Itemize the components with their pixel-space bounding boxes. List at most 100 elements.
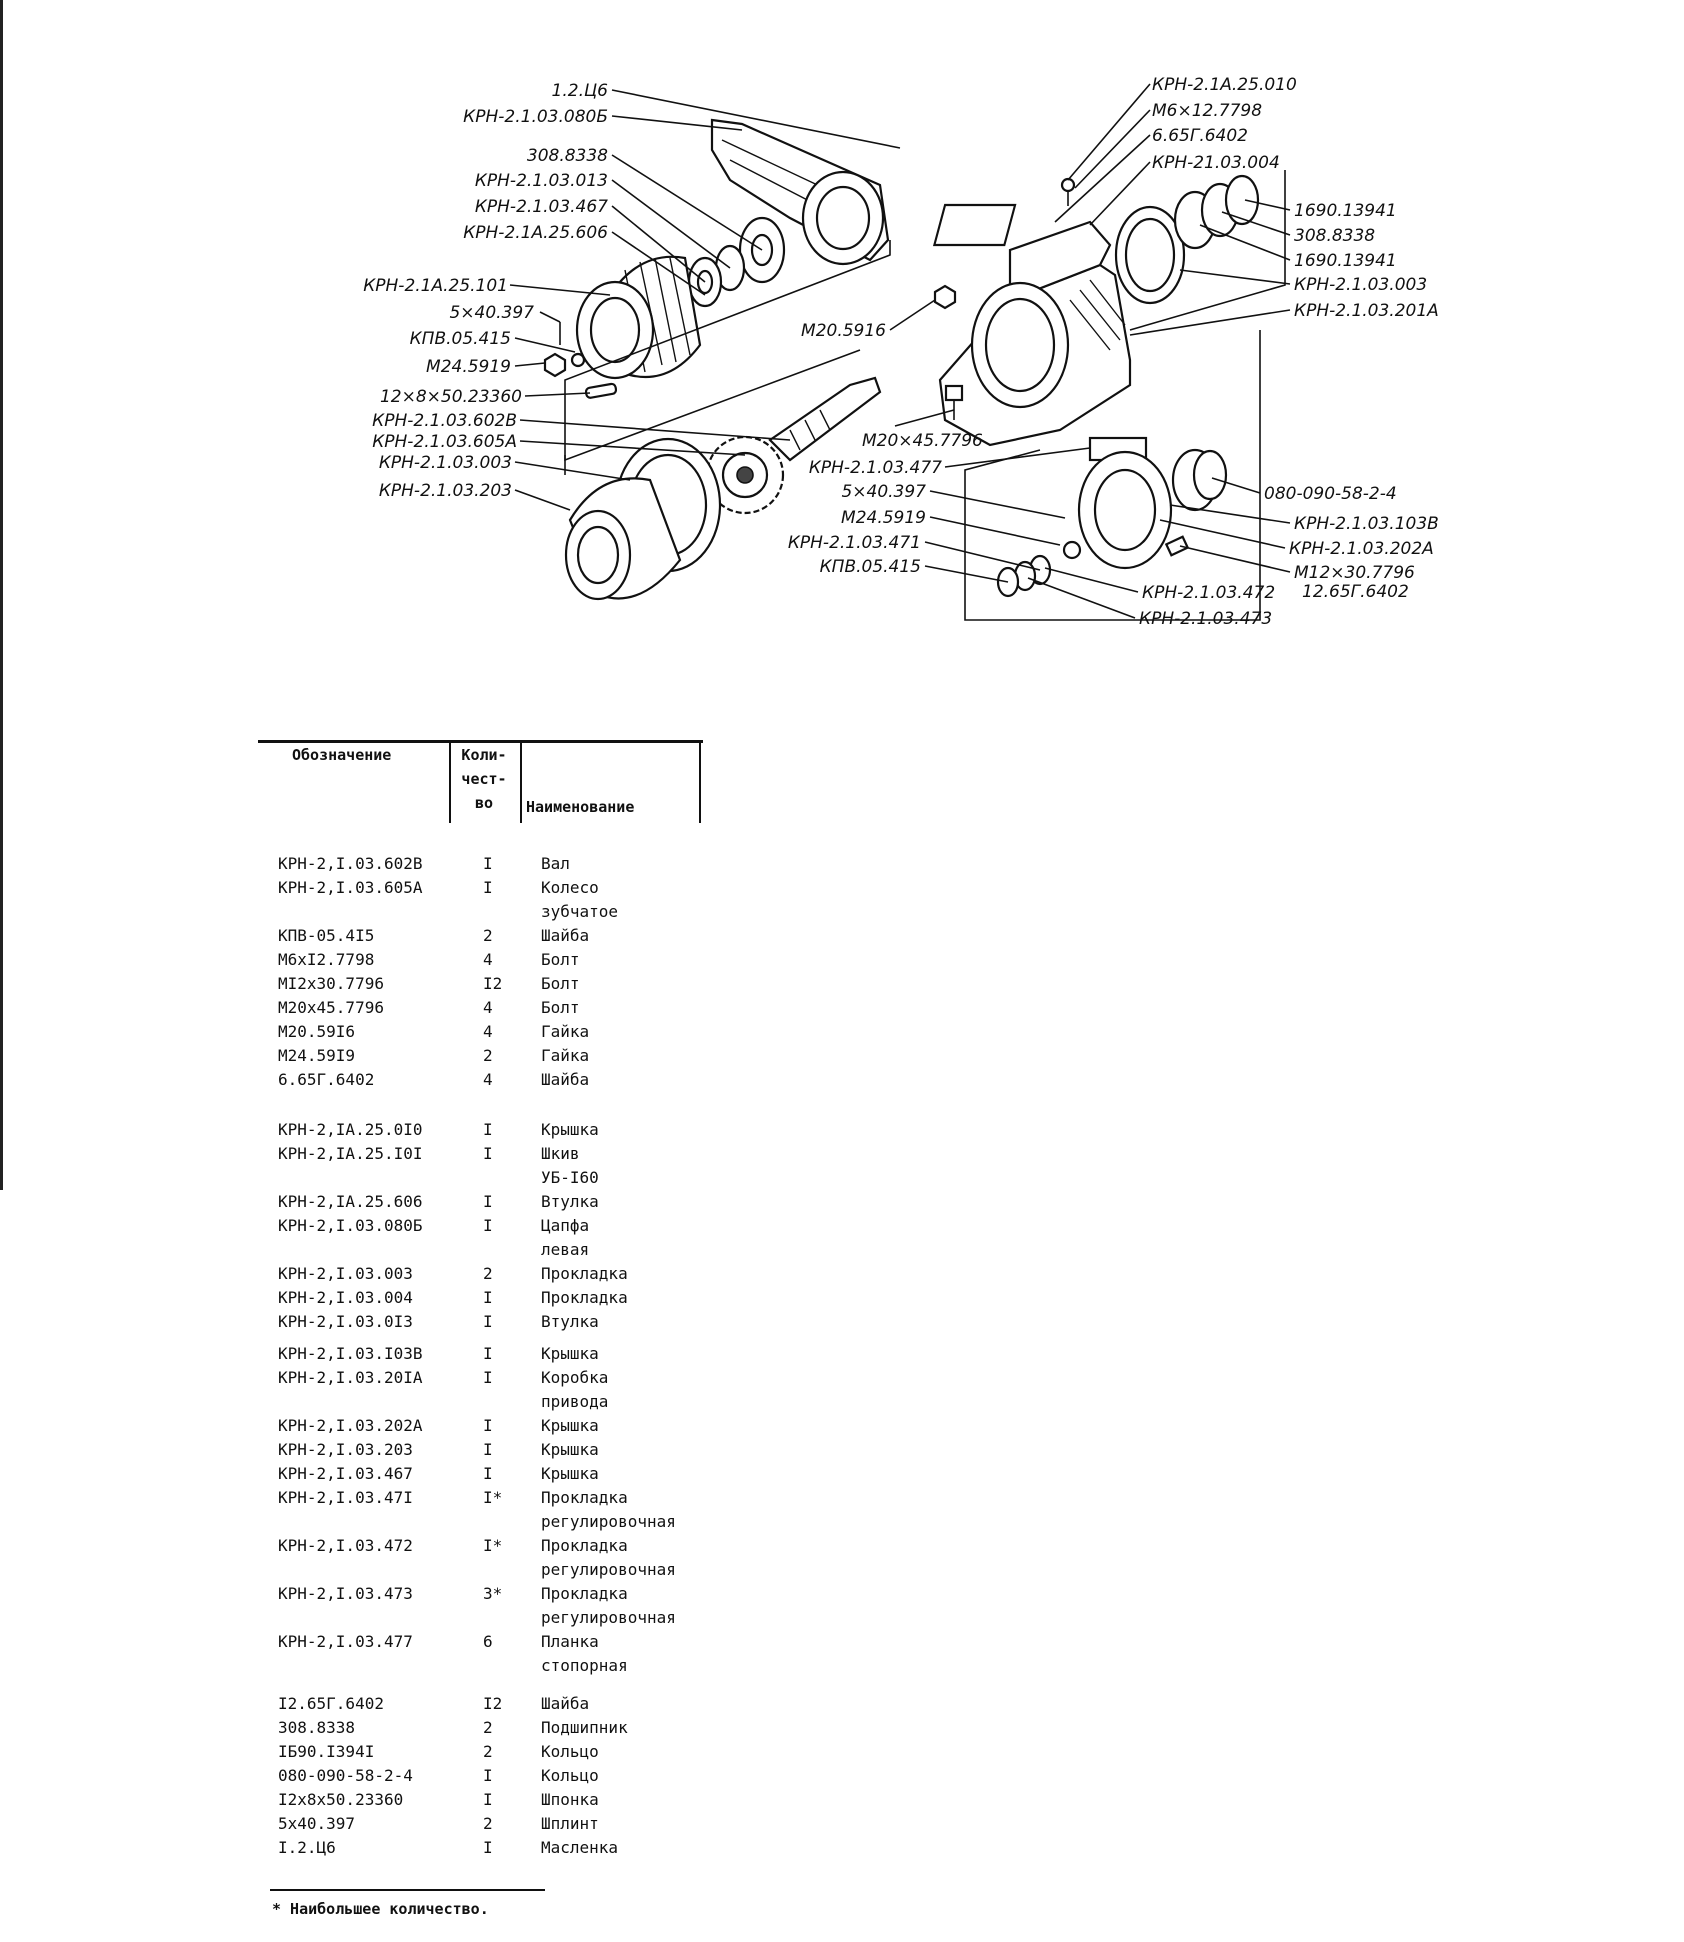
cell-quantity: I* <box>483 1536 503 1555</box>
column-divider <box>699 743 701 823</box>
column-header-name: Наименование <box>526 798 635 816</box>
cell-designation: М20.59I6 <box>278 1022 356 1041</box>
cell-quantity: 4 <box>483 1070 493 1089</box>
cell-quantity: I <box>483 878 493 897</box>
cell-designation: КРН-2,I.03.473 <box>278 1584 413 1603</box>
cell-designation: КРН-2,I.03.20IА <box>278 1368 423 1387</box>
cell-designation: КРН-2,I.03.472 <box>278 1536 413 1555</box>
cell-quantity: 2 <box>483 1718 493 1737</box>
callout-label: КРН-2.1.03.471 <box>788 533 921 553</box>
cell-designation: 080-090-58-2-4 <box>278 1766 413 1785</box>
pulley <box>575 255 702 380</box>
cell-name: Крышка <box>541 1416 599 1435</box>
cell-designation: КРН-2,I.03.202А <box>278 1416 423 1435</box>
cell-name: Шайба <box>541 926 590 945</box>
cell-quantity: 2 <box>483 1814 493 1833</box>
cell-quantity: I <box>483 1790 493 1809</box>
cell-quantity: 2 <box>483 926 493 945</box>
callout-label: 080-090-58-2-4 <box>1264 484 1397 504</box>
column-header-designation: Обозначение <box>292 746 392 764</box>
callout-label: М24.5919 <box>426 357 511 377</box>
shaft-and-key <box>584 376 882 462</box>
cell-name: Шайба <box>541 1694 590 1713</box>
cell-designation: I.2.Ц6 <box>278 1838 336 1857</box>
callout-label: КРН-2.1А.25.606 <box>463 223 608 243</box>
cell-quantity: 2 <box>483 1264 493 1283</box>
callout-label: М12×30.7796 <box>1294 563 1415 583</box>
cell-name: Прокладка регулировочная <box>541 1536 676 1579</box>
cell-quantity: I <box>483 1464 493 1483</box>
exploded-assembly-drawing: 1.2.Ц6 КРН-2.1.03.080Б 308.8338 КРН-2.1.… <box>363 75 1439 629</box>
callout-label: КРН-2.1.03.201А <box>1294 301 1439 321</box>
cell-quantity: I <box>483 1288 493 1307</box>
cell-name: Шайба <box>541 1070 590 1089</box>
cell-designation: КРН-2,I.03.004 <box>278 1288 413 1307</box>
cell-name: Коробка привода <box>541 1368 609 1411</box>
cell-designation: М6хI2.7798 <box>278 950 375 969</box>
cell-designation: КРН-2,I.03.477 <box>278 1632 413 1651</box>
footnote: * Наибольшее количество. <box>272 1900 489 1918</box>
cell-name: Крышка <box>541 1344 599 1363</box>
table-header: Обозначение Коли- чест- во Наименование <box>258 740 703 823</box>
callout-label: КРН-2.1.03.605А <box>372 432 517 452</box>
callout-label: 12.65Г.6402 <box>1302 582 1409 602</box>
cell-quantity: I <box>483 854 493 873</box>
callout-label: КРН-2.1.03.467 <box>475 197 608 217</box>
page-left-rule <box>0 0 3 1190</box>
callout-label: М20.5916 <box>801 321 886 341</box>
cell-designation: КРН-2,I.03.467 <box>278 1464 413 1483</box>
seal-ring-set <box>1114 174 1260 305</box>
callout-labels: 1.2.Ц6 КРН-2.1.03.080Б 308.8338 КРН-2.1.… <box>363 75 1439 629</box>
cell-designation: I2.65Г.6402 <box>278 1694 384 1713</box>
cell-quantity: 2 <box>483 1046 493 1065</box>
cell-name: Прокладка <box>541 1288 628 1307</box>
callout-label: КРН-2.1.03.080Б <box>463 107 608 127</box>
cell-quantity: 6 <box>483 1632 493 1651</box>
callout-label: КПВ.05.415 <box>410 329 511 349</box>
callout-label: КРН-2.1.03.003 <box>1294 275 1427 295</box>
callout-label: КРН-2.1.03.203 <box>379 481 512 501</box>
callout-label: 1.2.Ц6 <box>552 81 609 101</box>
leader-lines <box>509 83 1291 619</box>
callout-label: КПВ.05.415 <box>820 557 921 577</box>
cell-quantity: I2 <box>483 974 503 993</box>
small-hardware-left <box>543 322 586 378</box>
cell-quantity: 4 <box>483 950 493 969</box>
cell-quantity: I <box>483 1368 493 1387</box>
callout-label: 1690.13941 <box>1294 201 1397 221</box>
cell-name: Гайка <box>541 1022 590 1041</box>
callout-label: М6×12.7798 <box>1152 101 1262 121</box>
parts-list-table: Обозначение Коли- чест- во Наименование … <box>258 740 703 1857</box>
cell-designation: КПВ-05.4I5 <box>278 926 375 945</box>
cell-name: Вал <box>541 854 570 873</box>
callout-label: КРН-2.1.03.013 <box>475 171 608 191</box>
cell-name: Шкив УБ-I60 <box>541 1144 599 1187</box>
callout-label: КРН-2.1.03.003 <box>379 453 512 473</box>
cell-designation: М24.59I9 <box>278 1046 356 1065</box>
cell-designation: КРН-2,I.03.080Б <box>278 1216 423 1235</box>
callout-label: 12×8×50.23360 <box>380 387 522 407</box>
cell-name: Гайка <box>541 1046 590 1065</box>
cell-name: Подшипник <box>541 1718 628 1737</box>
callout-label: КРН-2.1.03.472 <box>1142 583 1275 603</box>
callout-label: 5×40.397 <box>841 482 926 502</box>
cell-designation: КРН-2,I.03.003 <box>278 1264 413 1283</box>
cell-designation: I2х8х50.23360 <box>278 1790 404 1809</box>
cell-designation: КРН-2,IА.25.I0I <box>278 1144 423 1163</box>
trunnion-bracket <box>710 118 890 266</box>
cell-designation: КРН-2,I.03.203 <box>278 1440 413 1459</box>
callout-label: 308.8338 <box>1294 226 1375 246</box>
cell-quantity: 2 <box>483 1742 493 1761</box>
callout-label: КРН-2.1.03.602В <box>372 411 517 431</box>
cell-designation: КРН-2,IА.25.0I0 <box>278 1120 423 1139</box>
callout-label: КРН-2.1А.25.101 <box>363 276 508 296</box>
cell-name: Шплинт <box>541 1814 599 1833</box>
cell-name: Втулка <box>541 1192 599 1211</box>
cell-name: Прокладка регулировочная <box>541 1584 676 1627</box>
cell-quantity: I <box>483 1144 493 1163</box>
bearing-set-upper <box>687 216 786 308</box>
callout-label: М24.5919 <box>841 508 926 528</box>
cell-designation: КРН-2,I.03.47I <box>278 1488 413 1507</box>
cell-name: Крышка <box>541 1440 599 1459</box>
cell-name: Шпонка <box>541 1790 599 1809</box>
